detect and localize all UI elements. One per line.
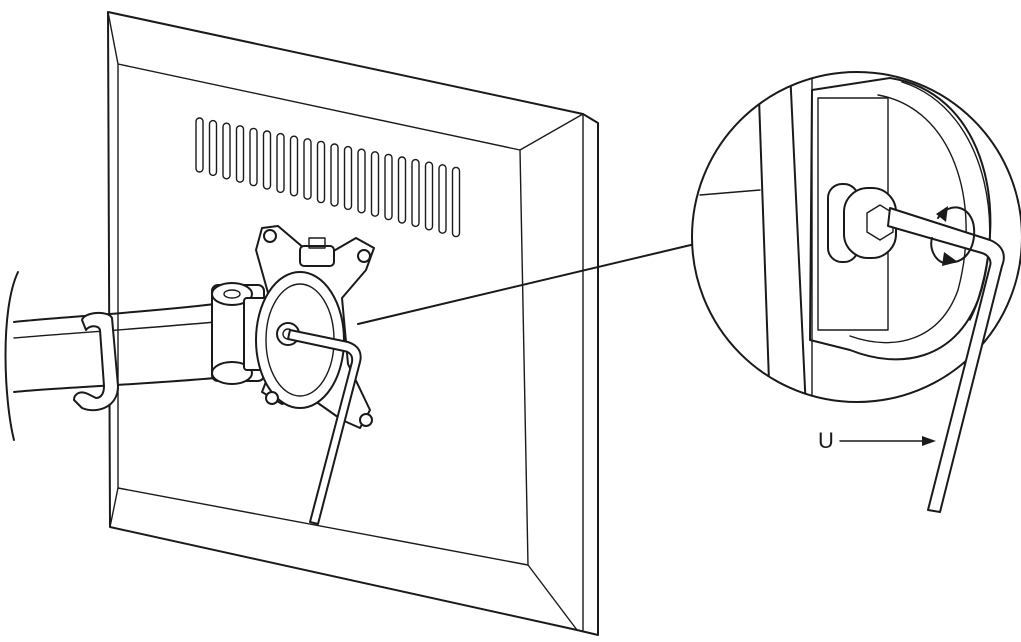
vent-slot [424,161,434,231]
vent-slot [397,156,407,224]
vent-slot [235,125,245,183]
vent-slot [262,130,272,190]
joint-bolt [211,282,253,306]
vent-slot [384,153,393,221]
vent-slot [411,158,420,228]
callout-u: U [818,428,936,453]
rotate-arrow-icon [930,206,976,266]
hex-key [287,329,362,525]
vent-slot [330,143,339,207]
rotation-arrowhead [942,252,958,266]
magnified-hex-key [887,207,1005,513]
top-adjust-nut [299,245,335,267]
vent-slot [289,135,299,197]
hex-key-icon [287,329,362,525]
bevel-edge [527,564,578,631]
vent-slot [303,138,312,200]
magnified-bracket-edge [757,72,771,402]
vent-slot [276,132,285,194]
vent-slot [357,148,366,214]
vent-slot [343,145,353,211]
joint-bolt [211,361,253,385]
arm-left-cut [4,271,19,441]
vent-slot [195,117,204,173]
magnified-disc-rim [901,81,991,321]
vesa-screw [263,229,277,243]
callout-arrowhead [922,436,936,446]
vent-slot [222,122,231,180]
magnified-bracket-edge [699,189,761,196]
magnified-bracket-edge [789,72,807,402]
top-adjust-stud [308,237,326,249]
vent-slot [438,164,447,234]
ventilation-slots [195,117,461,238]
callout-leader-line [357,243,696,325]
bevel-edge [519,113,584,151]
monitor-back-outline [107,11,599,636]
rotation-arrowhead [936,206,948,222]
vent-slot [451,166,461,238]
magnified-detail [691,71,1021,513]
magnified-disc-rim [849,94,967,344]
vent-slot [249,127,258,187]
vent-slot [370,151,380,217]
vesa-screw [265,391,279,405]
vesa-screw [357,249,371,263]
vent-slot [316,140,326,204]
bevel-edge [107,11,119,65]
arm-clip [73,312,119,412]
bevel-edge [109,487,119,528]
monitor [107,11,599,636]
callout-label: U [818,428,834,453]
joint-bolt-hole [223,289,241,299]
rotation-arc [937,206,976,263]
vent-slot [208,119,218,177]
vesa-screw [359,413,373,427]
